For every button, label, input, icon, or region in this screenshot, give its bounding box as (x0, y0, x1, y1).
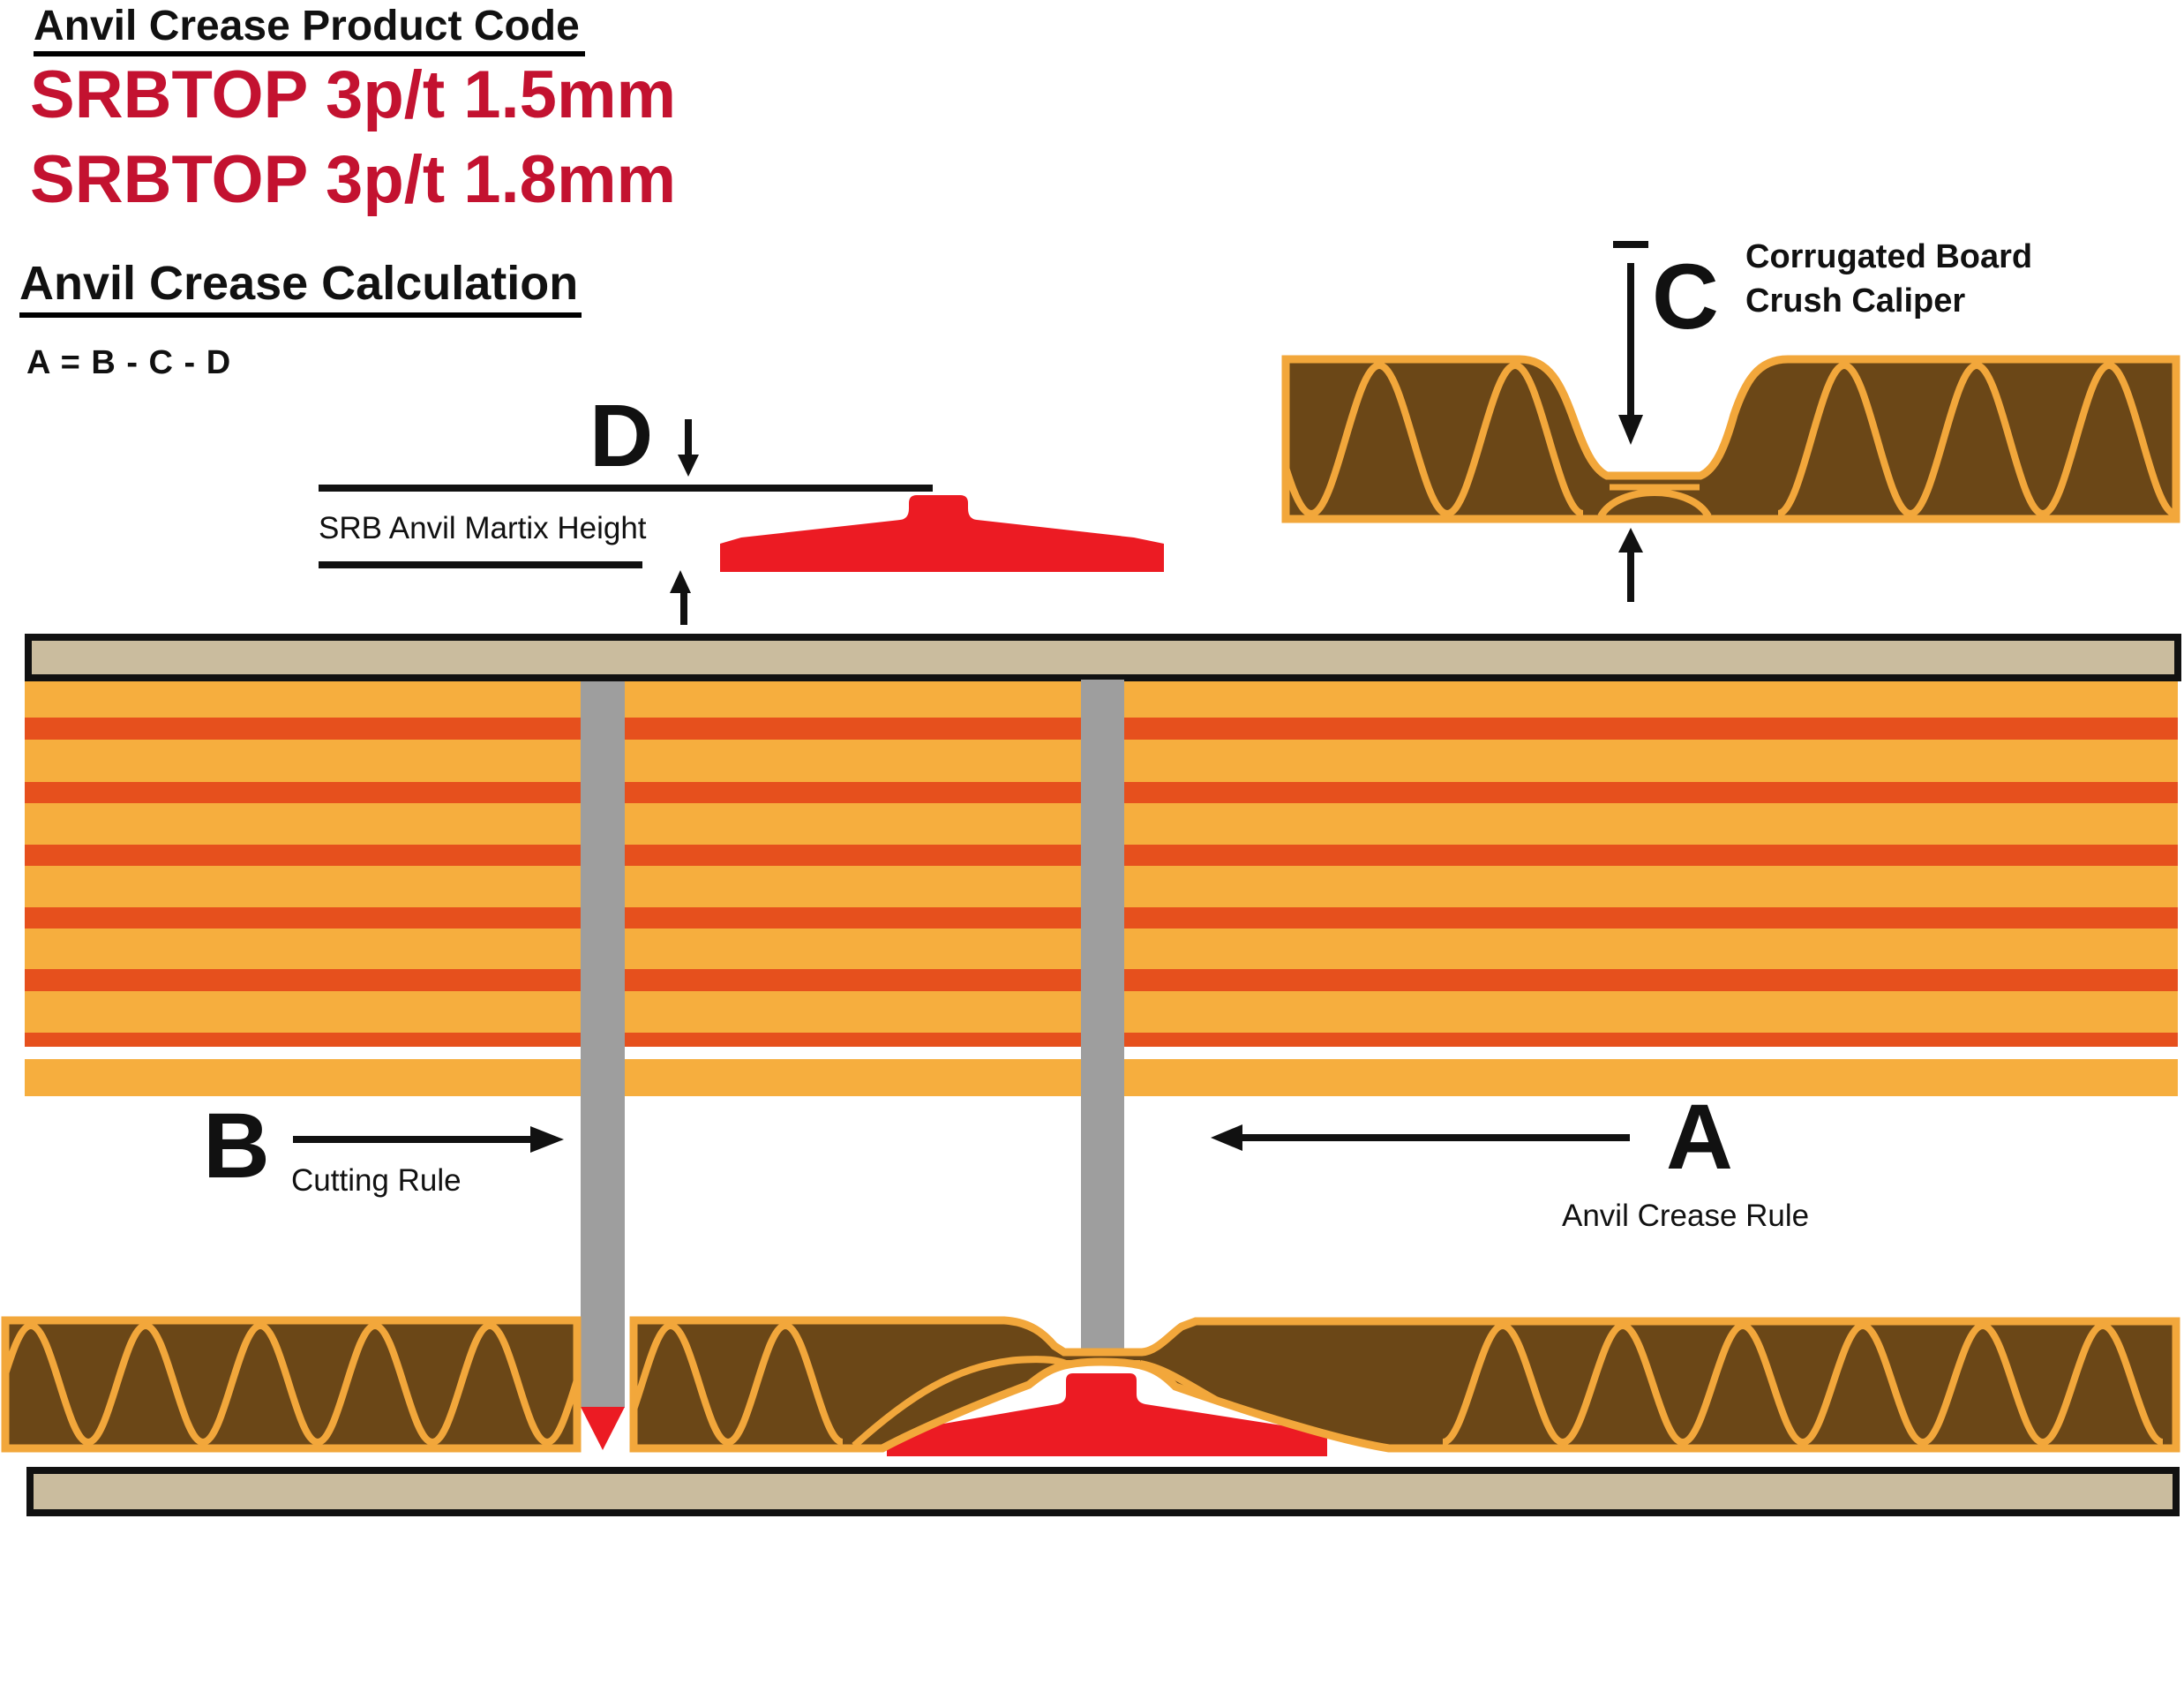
board-left-flutes (5, 1321, 577, 1447)
d-up-arrow-icon (670, 570, 691, 625)
product-code-1: SRBTOP 3p/t 1.5mm (30, 57, 677, 132)
cutting-rule (581, 681, 625, 1450)
b-pointer-arrow-icon (293, 1126, 564, 1153)
bottom-plate (26, 1467, 2180, 1516)
label-b: B (203, 1094, 270, 1198)
sample-board-flutes (1286, 361, 2176, 519)
d-down-arrow-icon (678, 419, 699, 477)
label-a-caption: Anvil Crease Rule (1562, 1199, 1810, 1233)
label-c-caption-line2: Crush Caliper (1745, 282, 1966, 320)
top-plate (25, 634, 2181, 681)
label-b-caption: Cutting Rule (291, 1163, 462, 1198)
label-d-caption: SRB Anvil Martix Height (319, 511, 647, 545)
d-upper-line (319, 485, 933, 492)
cutting-rule-edge-tip (581, 1407, 625, 1450)
calculation-heading: Anvil Crease Calculation (19, 259, 582, 318)
d-measurement (319, 419, 933, 625)
anvil-crease-rule-blade (1081, 680, 1124, 1357)
label-d: D (589, 387, 654, 485)
corrugated-board-left (1, 1316, 582, 1453)
corrugated-board-right (629, 1316, 2180, 1453)
c-measurement (1613, 241, 1648, 602)
crushed-flute-left (852, 1356, 1068, 1448)
cutting-rule-blade (581, 681, 625, 1408)
anvil-matrix-bottom (887, 1373, 1327, 1456)
label-a: A (1666, 1086, 1733, 1189)
crushed-flute (1597, 489, 1712, 519)
corrugated-board-sample (1281, 355, 2180, 523)
board-right-outline (629, 1316, 2180, 1453)
c-down-arrow-icon (1618, 263, 1643, 445)
bottom-plate-face (34, 1474, 2173, 1509)
c-up-arrow-icon (1618, 528, 1643, 602)
product-code-2: SRBTOP 3p/t 1.8mm (30, 142, 677, 217)
page-title: Anvil Crease Product Code (34, 5, 585, 56)
a-pointer-arrow-icon (1211, 1124, 1630, 1151)
sample-board-outline (1281, 355, 2180, 523)
anvil-matrix-profile (720, 495, 1164, 572)
label-c: C (1652, 245, 1719, 349)
calculation-formula: A = B - C - D (26, 344, 232, 381)
c-tick-line (1613, 241, 1648, 248)
d-lower-line (319, 561, 642, 568)
label-c-caption-line1: Corrugated Board (1745, 238, 2033, 275)
top-plate-face (32, 641, 2174, 674)
label-c-caption: Corrugated Board Crush Caliper (1745, 235, 2032, 323)
